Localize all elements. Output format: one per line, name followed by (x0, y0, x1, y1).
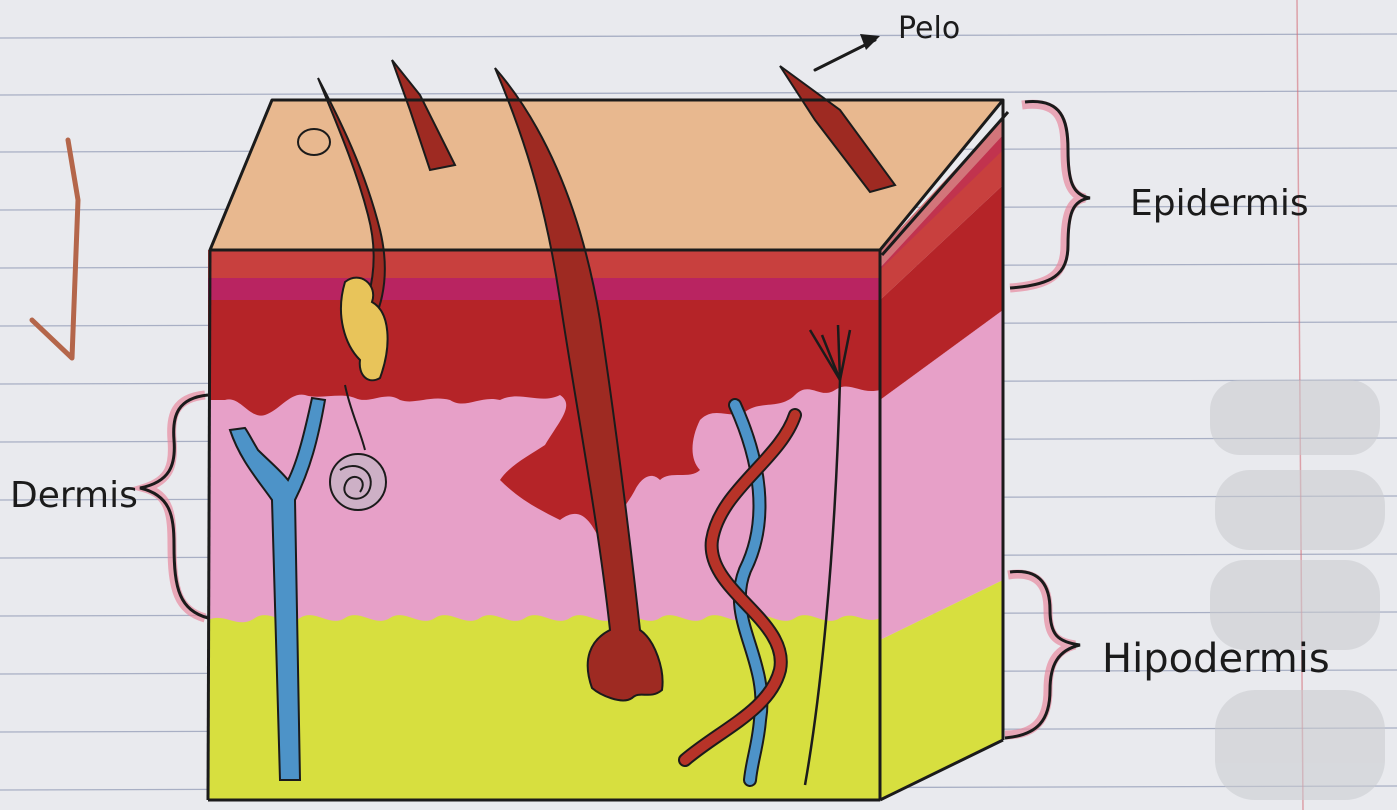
label-hipodermis: Hipodermis (1102, 636, 1330, 682)
bleed-through-marks (1210, 380, 1385, 800)
label-dermis: Dermis (10, 475, 138, 516)
magenta-layer (208, 278, 880, 300)
label-epidermis: Epidermis (1130, 183, 1309, 224)
label-pelo: Pelo (898, 11, 960, 46)
epidermis-stripe (208, 250, 880, 280)
